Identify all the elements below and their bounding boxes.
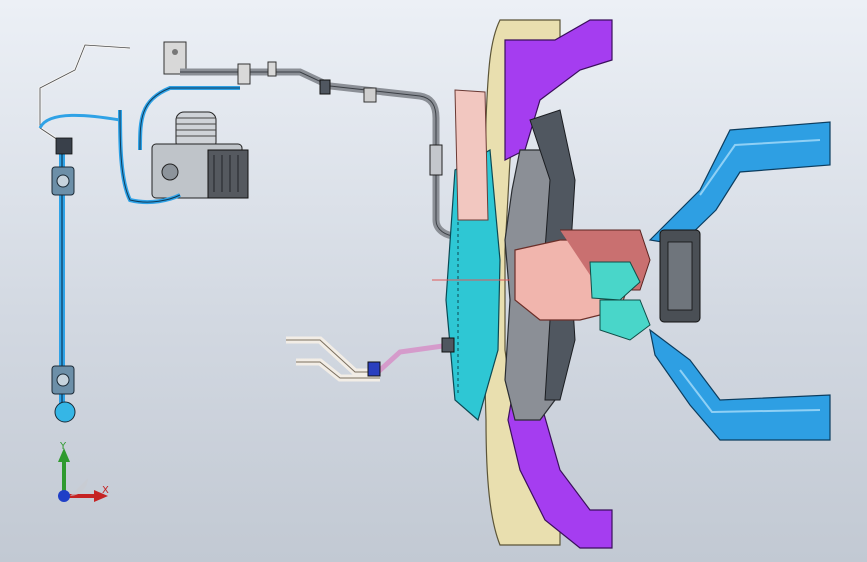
coordinate-triad: Y X (44, 438, 114, 508)
axis-x-label: X (102, 485, 109, 496)
axis-y-label: Y (60, 441, 67, 452)
lower-hoses[interactable] (286, 336, 455, 382)
refrigerant-line[interactable] (180, 61, 457, 240)
compressor[interactable] (118, 41, 249, 205)
triad-icon (58, 448, 108, 502)
blue-ducts[interactable] (648, 121, 831, 441)
hvac-housing[interactable] (432, 19, 651, 549)
left-pipe-assembly[interactable] (38, 43, 131, 423)
